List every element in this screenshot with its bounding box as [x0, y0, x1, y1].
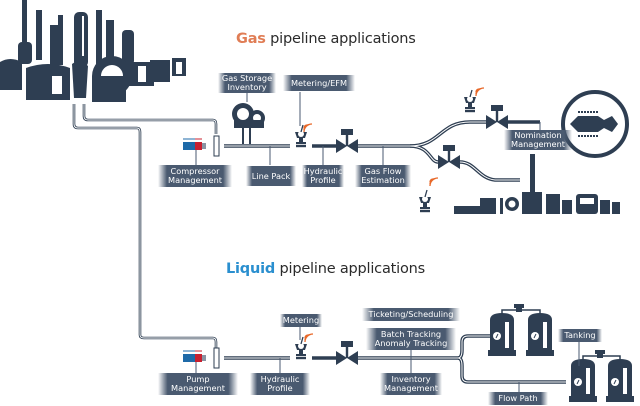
- label-ticketing-scheduling: Ticketing/Scheduling: [362, 308, 460, 321]
- label-metering: Metering: [280, 314, 322, 327]
- tank-icon-3: [568, 358, 598, 403]
- gas-storage-sphere-icon: [232, 103, 265, 144]
- liquid-valve-icon: [336, 341, 358, 365]
- compressor-icon: [182, 138, 207, 151]
- liquid-title-accent: Liquid: [226, 261, 276, 277]
- tank-icon-2: [525, 312, 555, 357]
- gas-pipeline: [182, 87, 629, 214]
- gas-title-accent: Gas: [236, 31, 266, 47]
- gas-title-rest: pipeline applications: [270, 31, 416, 47]
- label-flow-path: Flow Path: [488, 392, 548, 405]
- label-metering-efm: Metering/EFM: [283, 75, 355, 91]
- nomination-meter-icon: [463, 89, 477, 113]
- liquid-pipeline: [182, 304, 635, 403]
- tank-icon-1: [487, 312, 517, 357]
- gas-turbine-icon: [561, 90, 629, 158]
- liquid-title-rest: pipeline applications: [279, 261, 425, 277]
- leader-lines: [195, 92, 580, 392]
- gas-valve-icon: [336, 129, 358, 153]
- refinery-icon: [0, 0, 186, 102]
- label-tanking: Tanking: [558, 329, 602, 342]
- liquid-title: Liquid pipeline applications: [226, 261, 425, 277]
- nomination-valve-icon: [486, 105, 508, 129]
- industrial-plant-icon: [454, 154, 620, 214]
- main-pipes: [72, 104, 218, 352]
- gas-title: Gas pipeline applications: [236, 31, 416, 47]
- plant-valve-icon: [438, 145, 460, 169]
- plant-meter-icon: [418, 189, 432, 213]
- tank-icon-4: [605, 358, 635, 403]
- pump-icon: [182, 350, 207, 363]
- label-line-pack: Line Pack: [246, 166, 296, 186]
